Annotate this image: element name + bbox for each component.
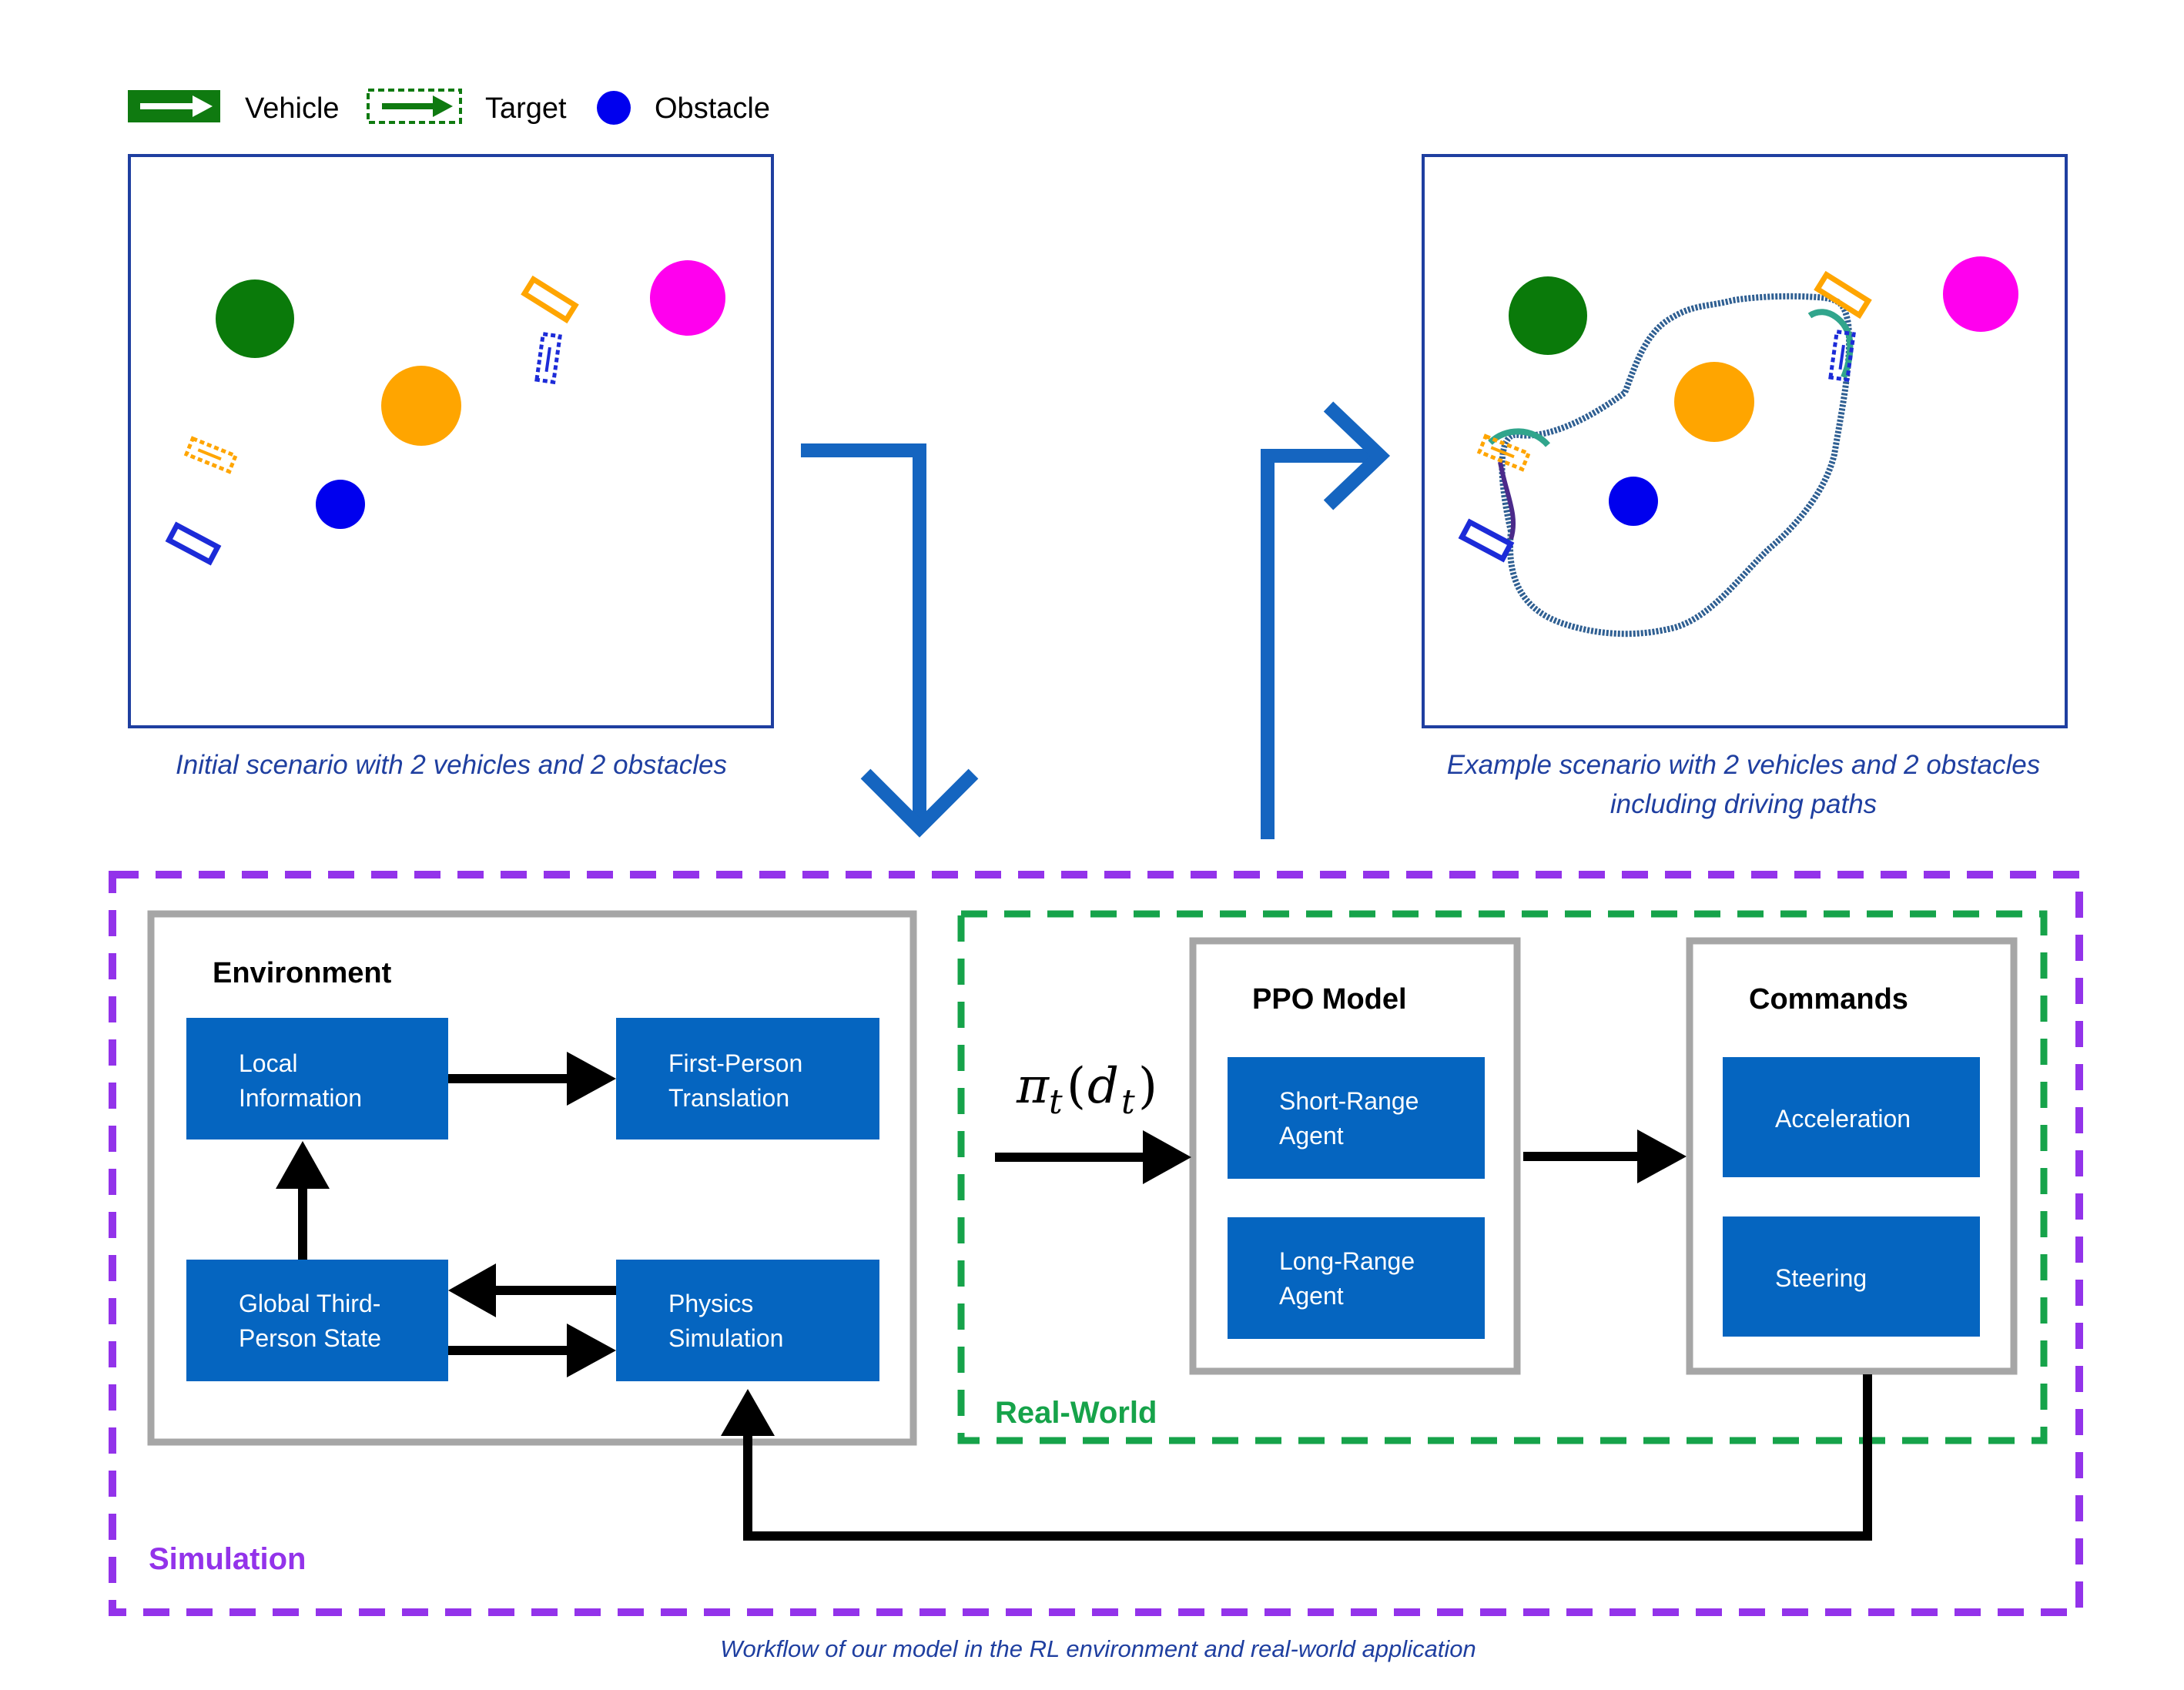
target-orange <box>1476 433 1532 472</box>
environment-title: Environment <box>213 957 392 989</box>
arrow-local-to-first-person <box>448 1052 616 1106</box>
obstacle-magenta <box>1943 256 2018 332</box>
simulation-label: Simulation <box>149 1542 306 1576</box>
vehicle-orange <box>1814 270 1872 320</box>
obstacle-green <box>1509 276 1587 355</box>
real-world-region <box>957 910 2048 1444</box>
driving-path-purple <box>1498 461 1516 540</box>
down-arrow <box>801 443 979 838</box>
ppo-model-title: PPO Model <box>1252 983 1407 1016</box>
first-person-line2: Translation <box>668 1084 789 1112</box>
policy-sub-t: t <box>1049 1083 1063 1122</box>
legend: Vehicle Target Obstacle <box>128 89 770 125</box>
policy-paren-close: ) <box>1138 1058 1157 1115</box>
vehicle-blue <box>1458 518 1515 563</box>
global-state-line2: Person State <box>239 1324 381 1352</box>
up-arrow <box>1261 401 1391 839</box>
policy-sub-t-2: t <box>1121 1083 1135 1122</box>
local-information-line2: Information <box>239 1084 362 1112</box>
obstacle-blue <box>316 480 365 529</box>
initial-scenario-panel <box>128 154 774 728</box>
obstacle-blue <box>1609 477 1658 526</box>
physics-simulation-line2: Simulation <box>668 1324 783 1352</box>
vehicle-legend-label: Vehicle <box>245 92 340 125</box>
driving-path-outer <box>1499 293 1853 638</box>
global-third-person-state-box <box>186 1260 448 1381</box>
driving-path-green-right <box>1807 309 1854 379</box>
target-legend-label: Target <box>485 92 567 125</box>
policy-d: d <box>1087 1058 1119 1115</box>
long-range-agent-box <box>1228 1217 1485 1339</box>
vehicle-blue <box>165 521 222 566</box>
example-scenario-caption-line1: Example scenario with 2 vehicles and 2 o… <box>1447 750 2040 780</box>
long-range-line2: Agent <box>1279 1282 1344 1310</box>
steering-box <box>1723 1216 1980 1337</box>
obstacle-legend-label: Obstacle <box>655 92 770 125</box>
physics-simulation-box <box>616 1260 879 1381</box>
arrow-ppo-to-commands <box>1523 1129 1687 1183</box>
obstacle-magenta <box>650 260 725 336</box>
first-person-line1: First-Person <box>668 1049 802 1077</box>
obstacle-orange <box>1674 362 1754 442</box>
short-range-line2: Agent <box>1279 1122 1344 1150</box>
real-world-label: Real-World <box>995 1396 1157 1430</box>
policy-paren-open: ( <box>1067 1058 1086 1115</box>
target-blue <box>534 331 562 385</box>
physics-simulation-line1: Physics <box>668 1290 753 1317</box>
arrow-global-to-physics <box>448 1324 616 1377</box>
arrow-policy-to-ppo <box>995 1130 1191 1184</box>
short-range-line1: Short-Range <box>1279 1087 1419 1115</box>
commands-title: Commands <box>1749 983 1908 1016</box>
workflow-caption: Workflow of our model in the RL environm… <box>720 1635 1476 1662</box>
obstacle-legend-icon <box>597 91 631 125</box>
example-scenario-caption-line2: including driving paths <box>1610 789 1877 819</box>
global-state-line1: Global Third- <box>239 1290 380 1317</box>
target-legend-icon <box>367 89 462 124</box>
first-person-translation-box <box>616 1018 879 1139</box>
initial-scenario-caption: Initial scenario with 2 vehicles and 2 o… <box>176 750 727 780</box>
simulation-region <box>109 871 2083 1616</box>
arrow-commands-to-physics <box>721 1374 1872 1541</box>
arrow-global-to-local <box>276 1141 330 1260</box>
vehicle-orange <box>521 275 579 324</box>
obstacle-orange <box>381 366 461 446</box>
policy-pi: π <box>1016 1058 1050 1115</box>
long-range-line1: Long-Range <box>1279 1247 1415 1275</box>
local-information-line1: Local <box>239 1049 298 1077</box>
policy-label: π t ( d t ) <box>1016 1058 1157 1122</box>
acceleration-label: Acceleration <box>1775 1105 1911 1133</box>
acceleration-box <box>1723 1057 1980 1177</box>
local-information-box <box>186 1018 448 1139</box>
example-scenario-panel <box>1422 154 2068 728</box>
steering-label: Steering <box>1775 1264 1867 1292</box>
vehicle-legend-icon <box>128 90 220 122</box>
arrow-physics-to-global <box>448 1263 616 1317</box>
obstacle-green <box>216 279 294 358</box>
short-range-agent-box <box>1228 1057 1485 1179</box>
